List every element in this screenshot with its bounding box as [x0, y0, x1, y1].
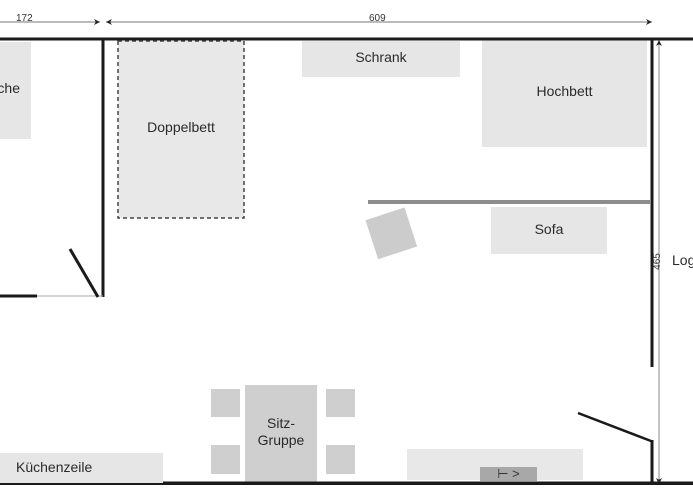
sofa-label: Sofa: [534, 221, 564, 238]
heater-symbol: ⊢ >: [497, 465, 520, 481]
dining-table: [245, 385, 317, 483]
door-entrance: [577, 411, 652, 443]
doppelbett-label: Doppelbett: [147, 119, 215, 136]
walls: [0, 37, 693, 485]
armchair: [365, 207, 418, 260]
sitzgruppe-label: Sitz- Gruppe: [245, 410, 317, 454]
dimension-label-609: 609: [369, 13, 386, 24]
bathroom-fixture: [0, 42, 31, 139]
kuechenzeile: [0, 453, 163, 483]
door-bathroom: [68, 248, 100, 298]
kuechenzeile-label: Küchenzeile: [16, 459, 93, 476]
loggia-label: Log: [672, 252, 693, 269]
chair: [211, 389, 240, 417]
schrank: [302, 41, 460, 77]
chair: [211, 445, 240, 474]
schrank-label: Schrank: [355, 49, 407, 66]
sitzgruppe-line1: Sitz-: [267, 414, 295, 431]
doppelbett: [117, 40, 245, 219]
sofa: [491, 207, 607, 254]
dimension-label-465: 465: [651, 253, 663, 270]
hochbett: [482, 40, 647, 147]
bathroom-label: che: [0, 80, 20, 97]
chair: [326, 445, 355, 474]
dimension-label-172: 172: [16, 13, 33, 24]
hochbett-label: Hochbett: [536, 83, 593, 100]
heater: [480, 467, 537, 481]
chair: [326, 389, 355, 417]
sitzgruppe-line2: Gruppe: [257, 432, 305, 448]
